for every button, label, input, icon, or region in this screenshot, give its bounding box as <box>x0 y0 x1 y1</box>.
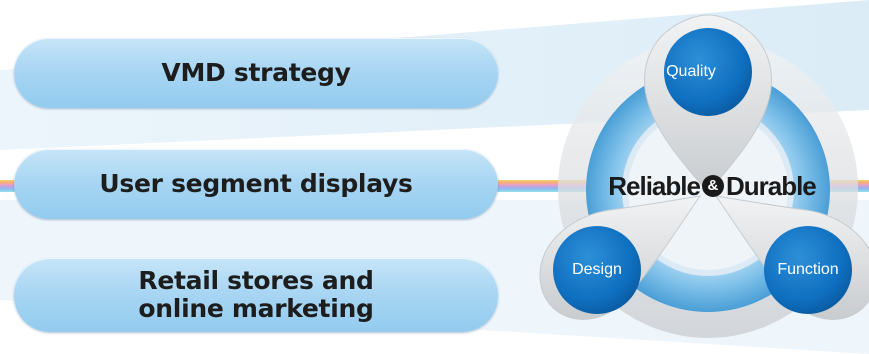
quality-node <box>664 28 752 116</box>
retail-marketing-pill: Retail stores and online marketing <box>14 258 498 332</box>
retail-marketing-label-line2: online marketing <box>138 294 374 323</box>
function-node <box>764 226 852 314</box>
center-title: Reliable & Durable <box>566 168 858 204</box>
design-label: Design <box>572 261 622 278</box>
design-node <box>553 226 641 314</box>
vmd-strategy-pill: VMD strategy <box>14 38 498 108</box>
function-label: Function <box>777 261 839 278</box>
user-segment-pill: User segment displays <box>14 149 498 219</box>
center-title-left: Reliable <box>608 170 701 201</box>
quality-label: Quality <box>666 63 716 80</box>
vmd-strategy-label: VMD strategy <box>161 58 351 87</box>
center-title-right: Durable <box>725 170 817 201</box>
user-segment-label: User segment displays <box>99 169 413 198</box>
ampersand-badge: & <box>701 175 724 197</box>
retail-marketing-label-line1: Retail stores and <box>138 266 374 295</box>
